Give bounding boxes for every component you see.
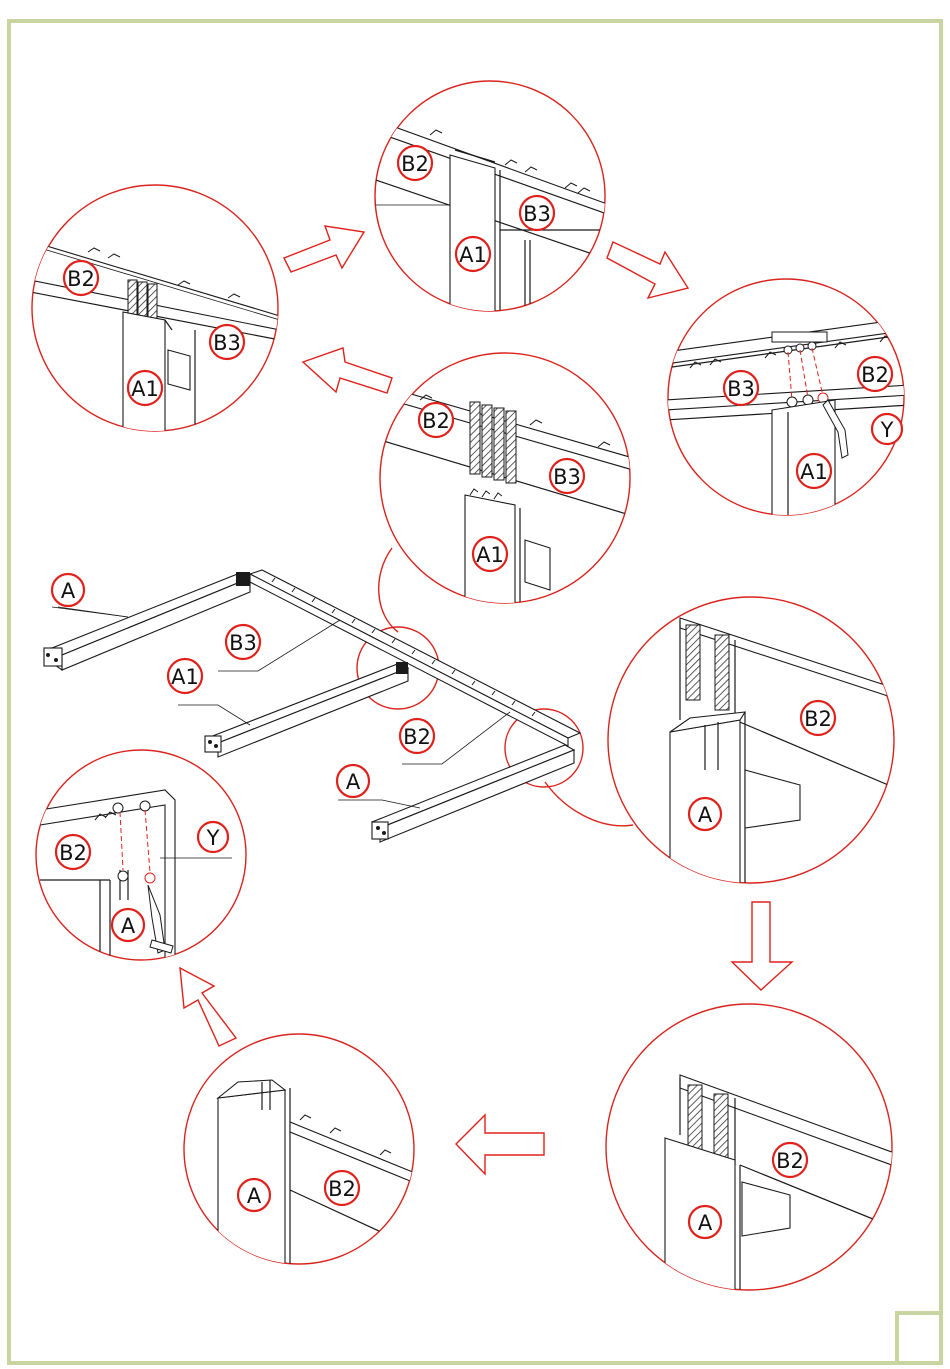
callout-connector-upper: [379, 548, 398, 632]
arrow-4-to-1: [303, 348, 392, 393]
detail-circle-5: [608, 597, 894, 883]
svg-text:B3: B3: [523, 202, 551, 226]
svg-text:A: A: [346, 770, 361, 794]
label-b2-circle-8: B2: [773, 1143, 807, 1177]
label-a1-circle-4: A1: [473, 537, 507, 571]
label-y-circle-6: Y: [198, 822, 228, 852]
svg-text:B2: B2: [861, 363, 889, 387]
label-b2-circle-2: B2: [398, 146, 432, 180]
label-b3-circle-1: B3: [210, 325, 244, 359]
svg-text:A1: A1: [476, 543, 504, 567]
label-a-main-right: A: [337, 765, 369, 797]
label-a-circle-7: A: [238, 1179, 270, 1211]
label-b2-circle-6: B2: [56, 835, 90, 869]
arrow-2-to-3: [607, 242, 688, 298]
label-a-circle-6: A: [112, 909, 144, 941]
label-a-circle-5: A: [689, 798, 721, 830]
arrow-left: [456, 1115, 544, 1174]
svg-text:A: A: [698, 1211, 713, 1235]
label-b2-circle-7: B2: [325, 1171, 359, 1205]
svg-text:B2: B2: [67, 267, 95, 291]
label-b3-circle-3: B3: [724, 371, 758, 405]
label-a1-circle-2: A1: [456, 237, 490, 271]
svg-text:A1: A1: [459, 243, 487, 267]
svg-text:A: A: [247, 1184, 262, 1208]
svg-text:B2: B2: [422, 409, 450, 433]
label-a-main-left: A: [52, 574, 84, 606]
label-b3-circle-2: B3: [520, 196, 554, 230]
arrow-down: [732, 902, 792, 990]
svg-text:B3: B3: [229, 631, 257, 655]
svg-text:B2: B2: [804, 707, 832, 731]
svg-text:A1: A1: [171, 665, 199, 689]
svg-text:B2: B2: [403, 725, 431, 749]
label-b3-circle-4: B3: [550, 459, 584, 493]
label-b2-circle-5: B2: [801, 701, 835, 735]
label-b2-main: B2: [400, 719, 434, 753]
label-a1-main: A1: [168, 659, 202, 693]
arrow-1-to-2: [284, 226, 364, 272]
svg-text:B2: B2: [59, 841, 87, 865]
label-b2-circle-1: B2: [64, 261, 98, 295]
svg-text:B3: B3: [213, 331, 241, 355]
label-a-circle-8: A: [689, 1206, 721, 1238]
svg-text:A: A: [61, 579, 76, 603]
svg-text:B2: B2: [328, 1177, 356, 1201]
label-a1-circle-1: A1: [128, 371, 162, 405]
svg-text:A1: A1: [131, 377, 159, 401]
arrow-up-left: [180, 968, 236, 1046]
svg-text:A: A: [698, 803, 713, 827]
label-a1-circle-3: A1: [797, 454, 831, 488]
label-b2-circle-3: B2: [858, 357, 892, 391]
svg-text:B2: B2: [776, 1149, 804, 1173]
svg-text:A: A: [121, 914, 136, 938]
label-b2-circle-4: B2: [419, 403, 453, 437]
svg-text:A1: A1: [800, 460, 828, 484]
svg-text:Y: Y: [880, 418, 894, 442]
svg-text:B3: B3: [553, 465, 581, 489]
svg-text:B2: B2: [401, 152, 429, 176]
svg-text:Y: Y: [206, 826, 220, 850]
label-b3-main: B3: [226, 625, 260, 659]
page-number-box: [897, 1313, 941, 1363]
svg-text:B3: B3: [727, 377, 755, 401]
label-y-circle-3: Y: [872, 414, 902, 444]
